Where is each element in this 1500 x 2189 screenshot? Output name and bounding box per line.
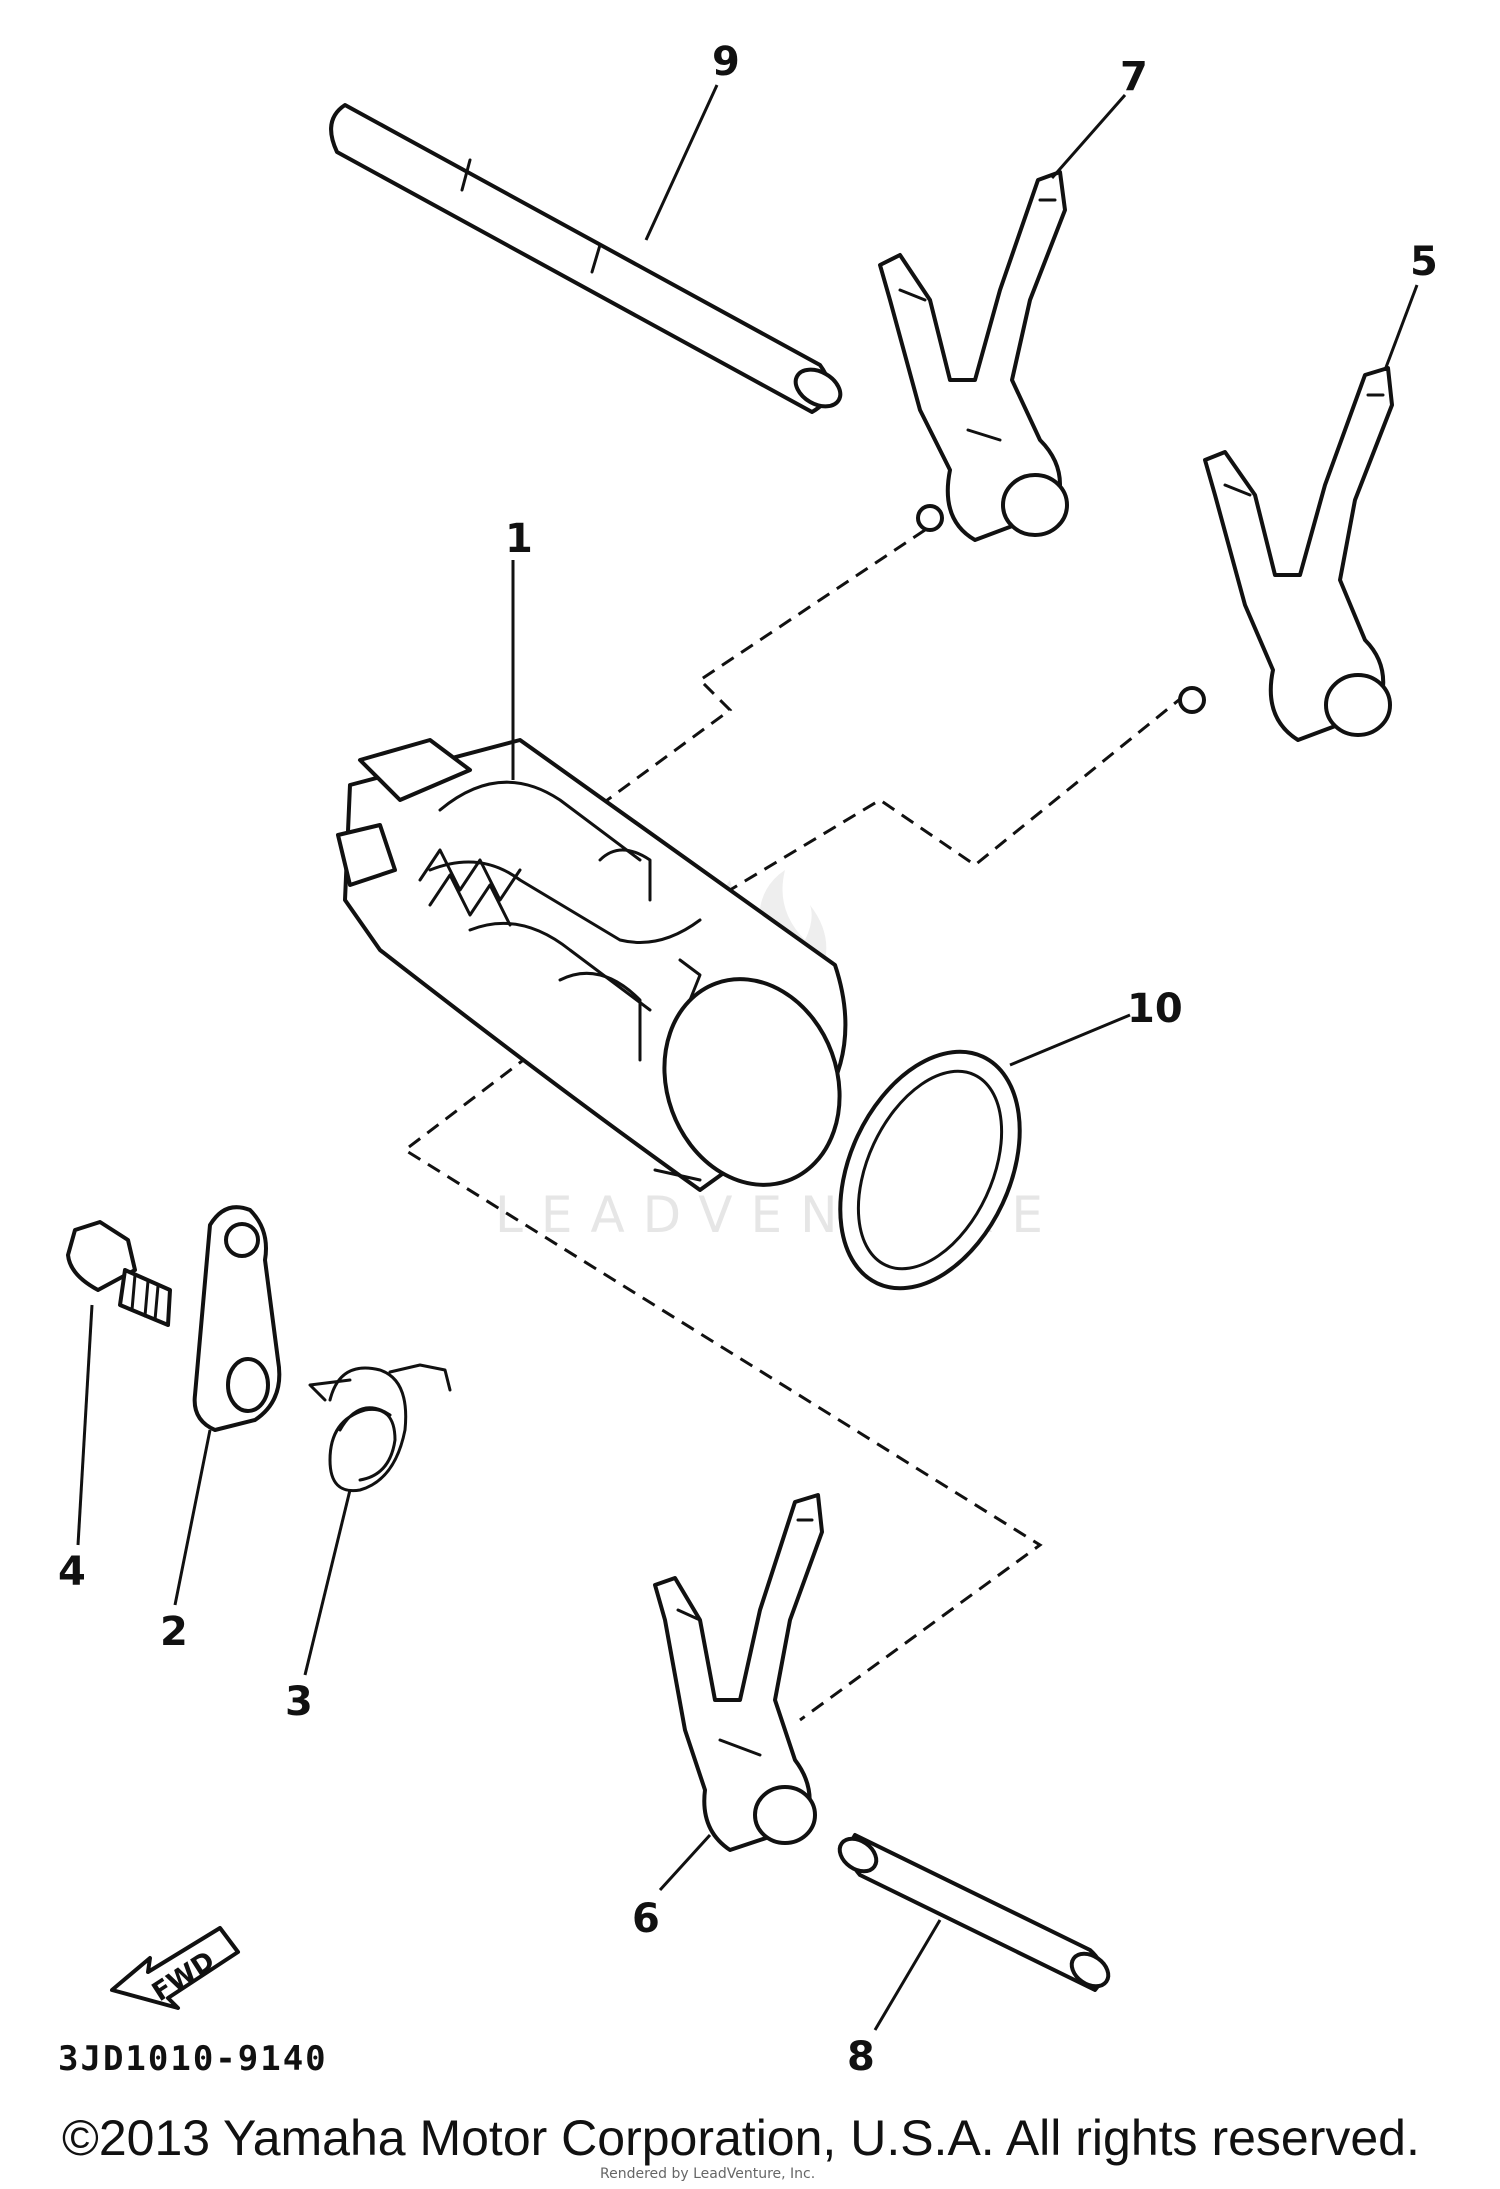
callout-numbers: 9 7 5 1 10 4 2 3 6 8: [58, 39, 1438, 2080]
callout-4: 4: [58, 1549, 86, 1595]
copyright-notice: ©2013 Yamaha Motor Corporation, U.S.A. A…: [62, 2110, 1420, 2166]
callout-9: 9: [712, 39, 740, 85]
assembly-lines: [402, 528, 1186, 1722]
shift-fork-6: [653, 1493, 824, 1852]
callout-2: 2: [160, 1609, 188, 1655]
callout-1: 1: [505, 516, 533, 562]
forward-direction-arrow: FWD: [110, 1926, 240, 2010]
washer: [838, 1049, 1022, 1291]
rendered-by-note: Rendered by LeadVenture, Inc.: [600, 2166, 815, 2182]
shift-drum: [336, 738, 848, 1192]
shift-fork-7: [878, 170, 1069, 542]
callout-8: 8: [847, 2034, 875, 2080]
shift-fork-5: [1178, 366, 1394, 742]
torsion-spring: [308, 1363, 452, 1493]
callout-10: 10: [1127, 986, 1183, 1032]
callout-6: 6: [632, 1896, 660, 1942]
callout-5: 5: [1410, 239, 1438, 285]
guide-bar-lower: [837, 1833, 1111, 1992]
callout-7: 7: [1120, 54, 1148, 100]
leader-lines: [76, 84, 1419, 2031]
callout-3: 3: [285, 1679, 313, 1725]
stopper-lever: [192, 1205, 282, 1432]
diagram-code: 3JD1010-9140: [58, 2039, 328, 2079]
bolt: [66, 1220, 172, 1327]
guide-bar-upper: [329, 103, 843, 414]
